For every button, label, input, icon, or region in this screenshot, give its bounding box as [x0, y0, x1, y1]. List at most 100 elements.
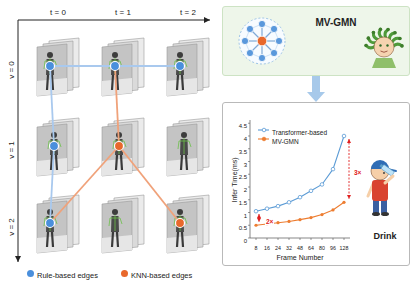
time-label-holder: t = 0 — [50, 2, 66, 19]
video-frame — [167, 124, 197, 176]
snake-head — [364, 44, 368, 48]
legend-text-holder: Transformer-based — [272, 122, 327, 139]
rule-node — [50, 142, 59, 151]
tick-mark — [248, 148, 250, 149]
mvgmn-line — [256, 202, 344, 225]
knn-edge — [119, 146, 180, 223]
data-point — [265, 207, 269, 211]
data-point — [287, 220, 290, 223]
boy-shoe — [372, 212, 380, 216]
graph-node — [270, 49, 277, 56]
data-point — [298, 195, 302, 199]
video-frame — [102, 201, 132, 253]
snake-head — [393, 31, 397, 35]
tick-label-holder: 4.5 — [239, 115, 247, 132]
person-head — [112, 209, 118, 215]
medusa-mascot — [364, 28, 403, 68]
time-label-holder: t = 2 — [180, 2, 196, 19]
time-label: t = 2 — [180, 9, 196, 17]
snake-head — [379, 28, 383, 32]
frame-stack — [37, 38, 79, 96]
legend-marker-sample — [262, 128, 266, 132]
tick-mark — [300, 238, 301, 240]
graph-center — [257, 36, 267, 46]
tick-label: 1.5 — [239, 199, 247, 205]
snake-head — [400, 44, 404, 48]
ratio-note-holder: 2× — [265, 211, 274, 228]
medusa-face — [374, 37, 394, 57]
ratio-note: 3× — [353, 170, 362, 177]
tick-mark — [248, 123, 250, 124]
tick-mark — [278, 238, 279, 240]
view-label: v = 1 — [8, 141, 16, 159]
legend-text: Rule-based edges — [37, 272, 98, 280]
graph-node — [270, 25, 277, 32]
tick-label-holder: 3.5 — [239, 140, 247, 157]
view-label-holder: v = 0 — [1, 61, 18, 79]
time-label-holder: t = 1 — [115, 2, 131, 19]
tick-label: 4.5 — [239, 123, 247, 129]
graph-node — [275, 37, 282, 44]
chart-axes — [250, 120, 350, 238]
medusa-eye — [386, 44, 388, 46]
legend-marker-sample — [262, 137, 266, 141]
drinking-boy — [368, 160, 396, 216]
tick-mark — [333, 238, 334, 240]
frame-stack — [102, 195, 144, 253]
tick-label: 8 — [255, 246, 258, 252]
ratio-arrow — [349, 139, 350, 199]
video-frame — [102, 124, 132, 176]
knn-node — [115, 142, 124, 151]
ratio-note-holder: 3× — [353, 162, 362, 179]
legend-text: KNN-based edges — [131, 272, 192, 280]
graph-node — [241, 37, 248, 44]
person-legs — [177, 75, 183, 90]
tick-label: 1 — [244, 212, 247, 218]
frame-stack — [102, 118, 144, 176]
rule-edge — [50, 146, 54, 223]
tick-label: 0.5 — [239, 225, 247, 231]
legend-text: Transformer-based — [272, 130, 327, 137]
axis-title: Frame Number — [276, 254, 323, 261]
tick-mark — [248, 136, 250, 137]
time-label: t = 0 — [50, 9, 66, 17]
tick-label: 0 — [244, 238, 247, 244]
data-point — [276, 221, 279, 224]
tick-mark — [311, 238, 312, 240]
flow-arrow — [312, 76, 320, 92]
view-axis — [18, 20, 19, 262]
frame-stack — [167, 195, 209, 253]
tick-label-holder: 64 — [308, 237, 314, 254]
tick-mark — [344, 238, 345, 240]
data-point — [331, 208, 334, 211]
rule-node — [111, 62, 120, 71]
bottle-cap — [379, 164, 383, 168]
legend-swatch — [27, 270, 34, 277]
tick-label: 4 — [244, 136, 247, 142]
boy-shoe — [381, 212, 389, 216]
legend-text: MV-GMN — [272, 139, 299, 146]
data-point — [331, 167, 335, 171]
data-point — [342, 134, 346, 138]
pose-skeleton — [174, 58, 187, 74]
data-point — [254, 224, 257, 227]
data-point — [287, 201, 291, 205]
tick-label-holder: 128 — [340, 237, 349, 254]
data-point — [276, 204, 280, 208]
tick-mark — [248, 187, 250, 188]
time-axis — [18, 20, 210, 21]
data-point — [342, 201, 345, 204]
data-point — [254, 209, 258, 213]
tick-label-holder: 96 — [330, 237, 336, 254]
medusa-mouth — [381, 51, 388, 52]
boy-leg — [373, 199, 379, 213]
tick-label: 2.5 — [239, 174, 247, 180]
graph-node — [258, 20, 265, 27]
snake-head — [367, 36, 371, 40]
tick-label-holder: 0 — [244, 230, 247, 247]
